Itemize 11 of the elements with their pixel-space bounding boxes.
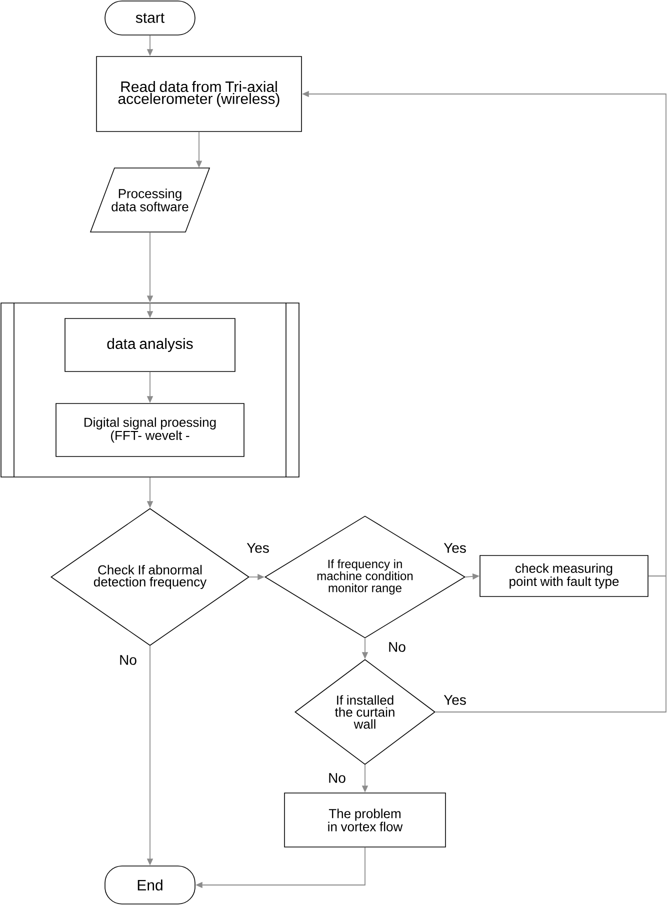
edge-label: Yes <box>442 694 468 706</box>
edge-label: No <box>118 654 138 666</box>
edge-label: No <box>327 772 347 784</box>
edge-label: Yes <box>442 542 468 554</box>
predefined-process-box <box>0 302 300 478</box>
process-box: The problem in vortex flow <box>284 792 446 848</box>
process-box: data analysis <box>64 318 236 372</box>
edge-label: No <box>387 641 407 653</box>
process-box: check measuring point with fault type <box>480 555 648 597</box>
process-box: Digital signal proessing (FFT- wevelt - <box>56 403 244 457</box>
process-box: Read data from Tri-axial accelerometer (wireless) <box>96 56 302 132</box>
